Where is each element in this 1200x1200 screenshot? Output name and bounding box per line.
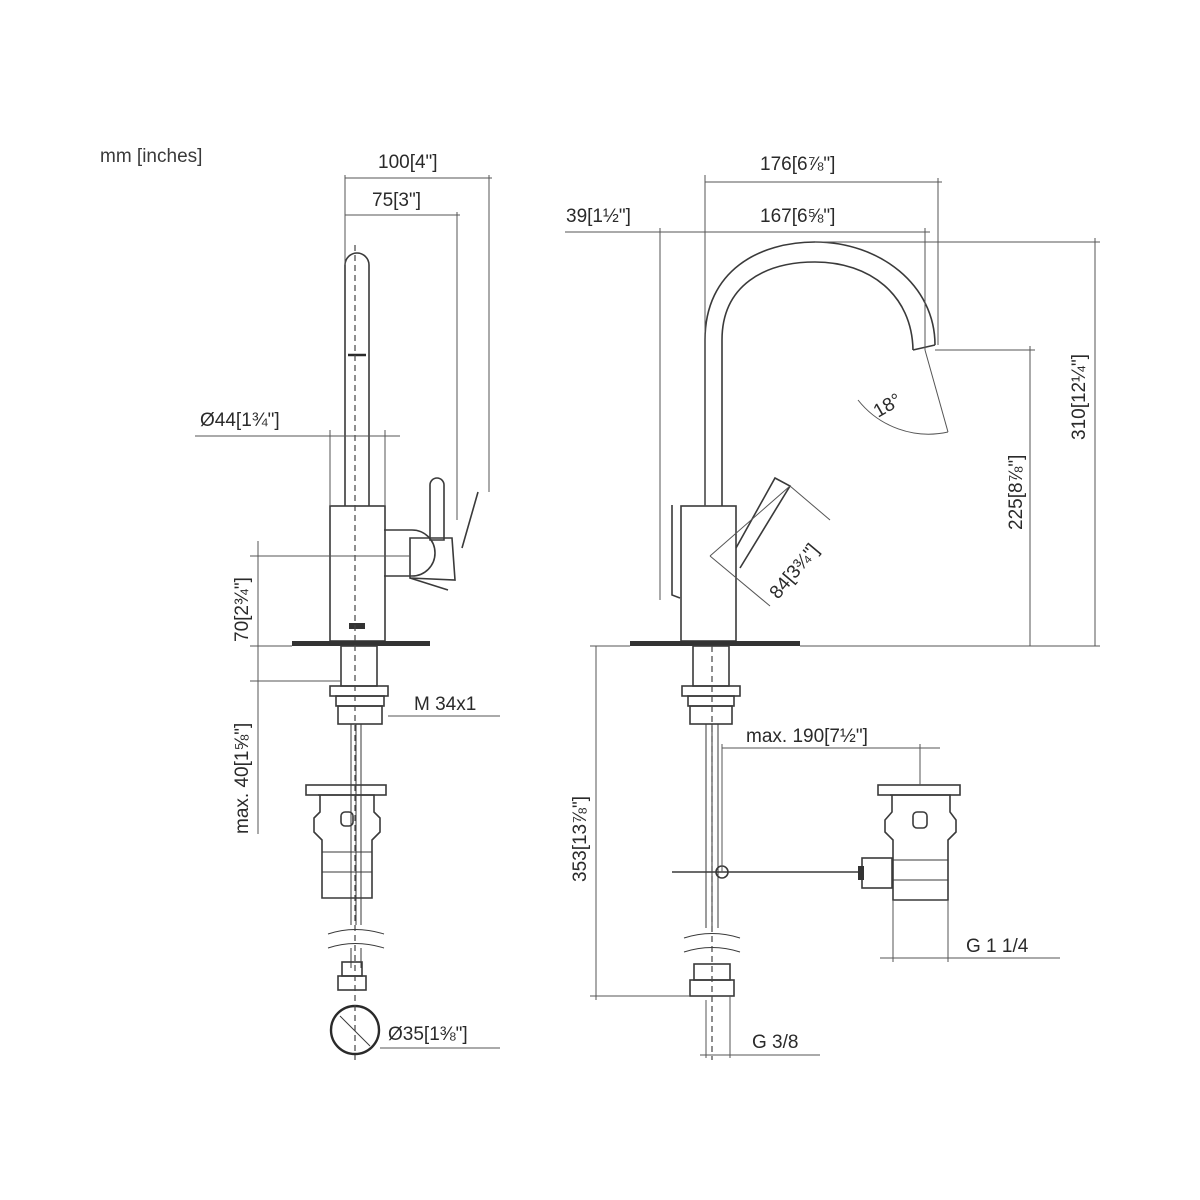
dim-body-diameter: Ø44[1¾"] (200, 410, 280, 431)
drain-rings (322, 851, 372, 873)
drain-lever-housing (861, 857, 893, 889)
spout-tip (912, 344, 936, 351)
dim-side-width-total: 100[4"] (378, 152, 438, 173)
spout-tube (344, 252, 370, 506)
dim-lever-length: 84[3¾"] (766, 540, 824, 603)
nut-mid (335, 695, 385, 707)
dim-body-offset: 39[1½"] (566, 206, 631, 227)
front-drain-body (884, 794, 957, 901)
dim-side-width-handle: 75[3"] (372, 190, 421, 211)
dim-base-height: 70[2¾"] (232, 577, 253, 642)
dim-spout-height: 225[8⅞"] (1006, 455, 1027, 530)
spout-inner (721, 261, 914, 506)
shank (340, 645, 378, 687)
drain-body (313, 794, 381, 899)
front-break-mark (683, 933, 741, 939)
faucet-body (329, 505, 386, 642)
side-dimension-lines (195, 175, 500, 1049)
hose-fitting (341, 961, 363, 977)
lever-back (409, 491, 479, 591)
front-nut-top (681, 685, 741, 697)
body-marker (349, 623, 365, 629)
dim-total-height: 310[12¼"] (1069, 354, 1090, 440)
escutcheon-plate (292, 641, 430, 646)
dim-tail-diameter: Ø35[1⅜"] (388, 1024, 468, 1045)
front-escutcheon (630, 641, 800, 646)
hose-nut (337, 975, 367, 991)
drain-slot (340, 811, 354, 827)
drain-flange (305, 784, 387, 796)
front-lever (735, 476, 792, 569)
dim-drain-reach: max. 190[7½"] (746, 726, 868, 747)
dim-max-thickness: max. 40[1⅝"] (232, 723, 253, 834)
front-shank (692, 645, 730, 687)
dim-spout-angle: 18° (870, 390, 905, 423)
dim-supply-thread: G 3/8 (752, 1032, 798, 1053)
drain-lever-cap (858, 866, 864, 880)
spout-outer (704, 241, 936, 506)
lever-front (409, 537, 456, 581)
front-nut-bottom (689, 705, 733, 725)
lever-stem (429, 477, 445, 541)
front-drain-rings (893, 859, 948, 881)
nut-top (329, 685, 389, 697)
dim-spout-reach: 167[6⅝"] (760, 206, 835, 227)
front-clip (671, 505, 681, 599)
handle-hub (384, 529, 436, 577)
nut-bottom (337, 705, 383, 725)
front-drain-slot (912, 811, 928, 829)
dim-drain-thread: G 1 1/4 (966, 936, 1029, 957)
break-mark (327, 929, 385, 935)
front-nut-mid (687, 695, 735, 707)
break-mark-2 (327, 943, 385, 949)
front-body (680, 505, 737, 642)
units-label: mm [inches] (100, 146, 202, 167)
side-view: 100[4"] 75[3"] Ø44[1¾"] 70[2¾"] M 34x1 m… (195, 152, 500, 1060)
dim-spout-width-total: 176[6⅞"] (760, 154, 835, 175)
dim-below-deck: 353[13⅞"] (570, 796, 591, 882)
front-view: 176[6⅞"] 167[6⅝"] 39[1½"] 18° 310[12¼"] … (565, 154, 1100, 1060)
front-dimension-lines (565, 175, 1100, 1058)
front-drain-flange (877, 784, 961, 796)
dim-thread: M 34x1 (414, 694, 476, 715)
